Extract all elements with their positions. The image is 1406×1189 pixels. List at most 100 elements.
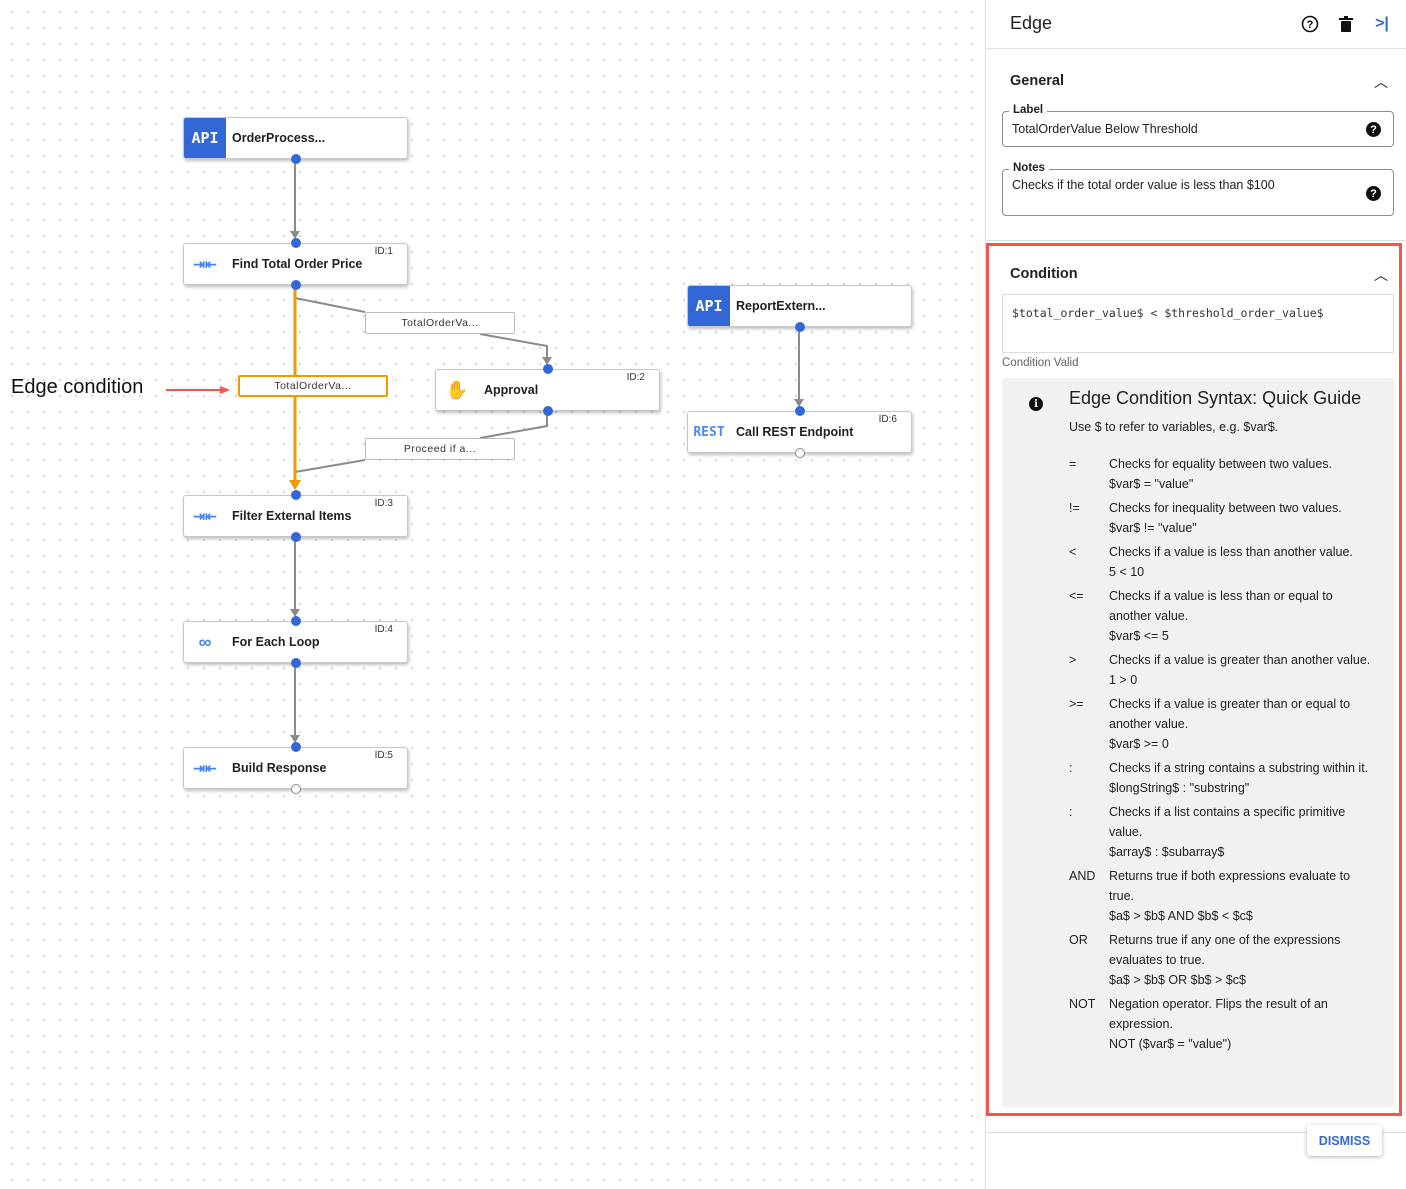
data-mapping-icon: ⇥⇤ <box>193 507 217 524</box>
label-input[interactable]: TotalOrderValue Below Threshold <box>1012 122 1198 136</box>
input-port[interactable] <box>543 364 553 374</box>
edges-layer <box>166 159 804 743</box>
input-port[interactable] <box>291 238 301 248</box>
panel-title: Edge <box>1010 13 1053 33</box>
node-id: ID:3 <box>374 498 393 509</box>
output-port[interactable] <box>291 280 301 290</box>
node-order-process[interactable]: API OrderProcess... <box>183 117 408 164</box>
annotation-arrowhead <box>220 386 230 394</box>
operator-row: = Checks for equality between two values… <box>1069 454 1379 494</box>
guide-title: Edge Condition Syntax: Quick Guide <box>1069 388 1362 408</box>
arrowhead <box>542 357 552 365</box>
operator-row: AND Returns true if both expressions eva… <box>1069 866 1379 926</box>
selected-edge-arrowhead <box>289 480 301 490</box>
output-port[interactable] <box>291 154 301 164</box>
help-filled-icon[interactable]: ? <box>1366 122 1381 137</box>
node-approval[interactable]: ✋ Approval ID:2 <box>435 364 660 416</box>
input-port[interactable] <box>291 490 301 500</box>
hand-icon: ✋ <box>445 379 469 400</box>
arrowhead <box>290 735 300 743</box>
operator-description: Checks if a string contains a substring … <box>1109 761 1369 775</box>
chevron-up-icon[interactable]: ︿ <box>1374 267 1388 283</box>
edge-properties-panel: Edge ? >| General ︿ Label TotalOrderValu… <box>985 0 1406 1189</box>
operator: : <box>1069 805 1073 819</box>
operator-row: >= Checks if a value is greater than or … <box>1069 694 1379 754</box>
node-id: ID:4 <box>374 624 393 635</box>
output-port[interactable] <box>795 448 805 458</box>
node-call-rest-endpoint[interactable]: REST Call REST Endpoint ID:6 <box>687 406 912 458</box>
api-icon: API <box>688 286 730 326</box>
collapse-panel-icon[interactable]: >| <box>1375 15 1389 32</box>
edge-line <box>294 297 548 362</box>
operator: NOT <box>1069 997 1096 1011</box>
operator: OR <box>1069 933 1088 947</box>
operator-example: $var$ != "value" <box>1109 521 1197 535</box>
node-label: For Each Loop <box>232 635 320 649</box>
input-port[interactable] <box>795 406 805 416</box>
operator-description: Checks if a value is greater than anothe… <box>1109 653 1371 667</box>
operator-example: 1 > 0 <box>1109 673 1138 687</box>
edge-label-selected[interactable]: TotalOrderVa... <box>238 375 388 397</box>
input-port[interactable] <box>291 742 301 752</box>
operator-description: Checks if a value is less than or equal … <box>1109 589 1333 623</box>
chevron-up-icon[interactable]: ︿ <box>1374 74 1388 90</box>
delete-icon[interactable] <box>1336 14 1356 34</box>
operator-example: $var$ = "value" <box>1109 477 1194 491</box>
arrowhead <box>290 609 300 617</box>
output-port[interactable] <box>291 784 301 794</box>
operator-description: Checks if a value is less than another v… <box>1109 545 1353 559</box>
node-id: ID:5 <box>374 750 393 761</box>
condition-expression-input[interactable]: $total_order_value$ < $threshold_order_v… <box>1002 294 1394 353</box>
operator-example: $var$ <= 5 <box>1109 629 1169 643</box>
condition-status: Condition Valid <box>1002 357 1079 369</box>
node-find-total-order-price[interactable]: ⇥⇤ Find Total Order Price ID:1 <box>183 238 408 290</box>
operator-example: $var$ >= 0 <box>1109 737 1169 751</box>
operator: != <box>1069 501 1080 515</box>
label-field[interactable]: Label TotalOrderValue Below Threshold ? <box>1002 104 1394 147</box>
label-legend: Label <box>1009 104 1048 116</box>
operator-example: 5 < 10 <box>1109 565 1145 579</box>
notes-field[interactable]: Notes Checks if the total order value is… <box>1002 162 1394 216</box>
output-port[interactable] <box>291 658 301 668</box>
operator-row: NOT Negation operator. Flips the result … <box>1069 994 1379 1054</box>
node-report-extern[interactable]: API ReportExtern... <box>687 285 912 332</box>
workflow-canvas[interactable]: Edge condition API OrderProcess... ⇥⇤ Fi… <box>0 0 984 1189</box>
data-mapping-icon: ⇥⇤ <box>193 759 217 776</box>
operator-description: Negation operator. Flips the result of a… <box>1109 997 1328 1031</box>
operator-description: Checks for equality between two values. <box>1109 457 1333 471</box>
node-build-response[interactable]: ⇥⇤ Build Response ID:5 <box>183 742 408 794</box>
notes-textarea[interactable]: Checks if the total order value is less … <box>1012 178 1275 192</box>
operator-example: NOT ($var$ = "value") <box>1109 1037 1232 1051</box>
operator-description: Checks if a list contains a specific pri… <box>1109 805 1346 839</box>
input-port[interactable] <box>291 616 301 626</box>
node-label: Build Response <box>232 761 327 775</box>
edge-label[interactable]: TotalOrderVa... <box>365 312 515 334</box>
node-label: OrderProcess... <box>232 131 326 145</box>
node-label: Find Total Order Price <box>232 257 363 271</box>
node-label: ReportExtern... <box>736 299 826 313</box>
edge-label[interactable]: Proceed if a... <box>365 438 515 460</box>
operator: <= <box>1069 589 1084 603</box>
dismiss-button[interactable]: DISMISS <box>1307 1125 1382 1156</box>
node-id: ID:6 <box>878 414 897 425</box>
operator: < <box>1069 545 1077 559</box>
node-filter-external-items[interactable]: ⇥⇤ Filter External Items ID:3 <box>183 490 408 542</box>
output-port[interactable] <box>291 532 301 542</box>
notes-legend: Notes <box>1009 162 1049 174</box>
operator-list: = Checks for equality between two values… <box>1069 454 1379 1058</box>
node-for-each-loop[interactable]: ∞ For Each Loop ID:4 <box>183 616 408 668</box>
operator-row: <= Checks if a value is less than or equ… <box>1069 586 1379 646</box>
operator-description: Checks for inequality between two values… <box>1109 501 1342 515</box>
help-icon[interactable]: ? <box>1300 14 1320 34</box>
node-label: Call REST Endpoint <box>736 425 854 439</box>
operator-description: Returns true if any one of the expressio… <box>1109 933 1341 967</box>
operator: > <box>1069 653 1077 667</box>
operator: : <box>1069 761 1073 775</box>
operator-example: $a$ > $b$ OR $b$ > $c$ <box>1109 973 1246 987</box>
output-port[interactable] <box>795 322 805 332</box>
help-filled-icon[interactable]: ? <box>1366 186 1381 201</box>
output-port[interactable] <box>543 406 553 416</box>
edge-line <box>294 411 548 473</box>
data-mapping-icon: ⇥⇤ <box>193 255 217 272</box>
api-icon: API <box>184 118 226 158</box>
